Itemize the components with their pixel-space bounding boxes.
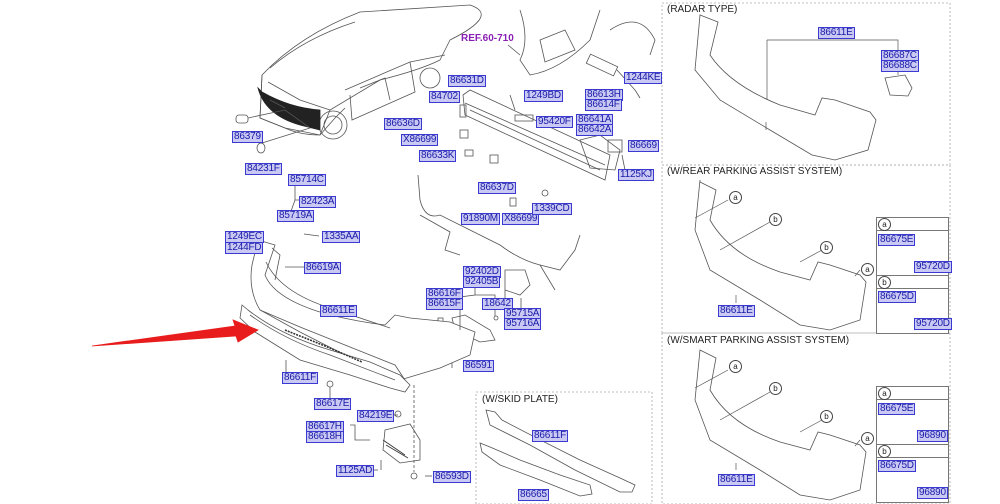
section-title-radar-type: (RADAR TYPE) <box>667 4 738 15</box>
section-title-smart-parking: (W/SMART PARKING ASSIST SYSTEM) <box>667 335 850 346</box>
part-label-84702[interactable]: 84702 <box>429 91 460 103</box>
part-label-86617E[interactable]: 86617E <box>314 398 352 410</box>
part-label-84231F[interactable]: 84231F <box>245 163 282 175</box>
part-label-1125AD[interactable]: 1125AD <box>336 465 375 477</box>
callout-b: b <box>769 213 782 226</box>
smart-parking-label-86611E[interactable]: 86611E <box>718 474 755 486</box>
radar-label-86611E[interactable]: 86611E <box>818 27 855 39</box>
red-arrow-indicator <box>91 319 259 347</box>
callout-b: b <box>820 241 833 254</box>
part-label-86619A[interactable]: 86619A <box>304 262 342 274</box>
smart-parking-bumper <box>694 349 867 501</box>
inset-tag-b: b <box>878 276 891 289</box>
skid-plate-86611F <box>239 304 411 393</box>
section-title-skid-plate: (W/SKID PLATE) <box>482 394 558 405</box>
part-label-95715A[interactable]: 95715A <box>504 308 542 320</box>
bracket-86617H <box>382 423 421 464</box>
part-86637D <box>489 154 499 164</box>
grommet-84231F <box>256 142 266 154</box>
pad-86669 <box>607 139 623 153</box>
part-label-86591[interactable]: 86591 <box>463 360 494 372</box>
part-label-1125KJ[interactable]: 1125KJ <box>618 169 654 181</box>
part-label-86614F[interactable]: 86614F <box>585 99 622 111</box>
inset-tag-b: b <box>878 445 891 458</box>
part-label-86379[interactable]: 86379 <box>232 131 263 143</box>
inset-label-86675D[interactable]: 86675D <box>878 291 916 303</box>
part-label-1335AA[interactable]: 1335AA <box>322 231 361 243</box>
inset-label-96890[interactable]: 96890 <box>917 430 948 442</box>
callout-a: a <box>729 360 742 373</box>
rear-bumper-86611E <box>250 239 476 381</box>
reference-link[interactable]: REF.60-710 <box>461 33 514 44</box>
part-label-X86699-upper[interactable]: X86699 <box>401 134 439 146</box>
part-label-85719A[interactable]: 85719A <box>277 210 315 222</box>
part-X86699b <box>509 197 517 207</box>
part-label-1244KE[interactable]: 1244KE <box>624 72 663 84</box>
inset-label-95720D[interactable]: 95720D <box>914 318 952 330</box>
part-label-86637D[interactable]: 86637D <box>478 182 516 194</box>
skid-label-86611F[interactable]: 86611F <box>532 430 568 442</box>
plug-86379 <box>235 114 249 124</box>
bracket-95420F <box>514 114 534 122</box>
nut-1339CD <box>541 189 549 197</box>
part-label-86618H[interactable]: 86618H <box>306 431 344 443</box>
part-label-86642A[interactable]: 86642A <box>576 124 614 136</box>
part-label-85714C[interactable]: 85714C <box>288 174 326 186</box>
inset-label-96890[interactable]: 96890 <box>917 487 948 499</box>
inset-label-86675E[interactable]: 86675E <box>878 234 916 246</box>
inset-label-95720D[interactable]: 95720D <box>914 261 952 273</box>
callout-a: a <box>861 263 874 276</box>
callout-a: a <box>729 191 742 204</box>
smart-parking-detail-inset: a 86675E 96890 b 86675D 96890 <box>876 386 949 503</box>
part-label-18642[interactable]: 18642 <box>482 298 513 310</box>
inset-tag-a: a <box>878 218 891 231</box>
part-label-86593D[interactable]: 86593D <box>433 471 471 483</box>
part-label-86633K[interactable]: 86633K <box>419 150 457 162</box>
part-label-92405B[interactable]: 92405B <box>463 276 501 288</box>
part-label-95420F[interactable]: 95420F <box>536 116 573 128</box>
part-label-86611E[interactable]: 86611E <box>320 305 357 317</box>
unit-95715A <box>504 269 531 296</box>
part-86633K <box>464 149 474 157</box>
rear-parking-label-86611E[interactable]: 86611E <box>718 305 755 317</box>
part-86636D <box>459 104 467 118</box>
inset-label-86675D[interactable]: 86675D <box>878 460 916 472</box>
rear-parking-bumper <box>694 179 867 331</box>
callout-b: b <box>769 382 782 395</box>
part-label-86611F[interactable]: 86611F <box>282 372 318 384</box>
part-label-86615F[interactable]: 86615F <box>426 298 463 310</box>
callout-a: a <box>861 432 874 445</box>
part-label-86669[interactable]: 86669 <box>628 140 659 152</box>
part-label-1244FD[interactable]: 1244FD <box>225 242 264 254</box>
part-label-1249BD[interactable]: 1249BD <box>524 90 563 102</box>
part-label-1339CD[interactable]: 1339CD <box>532 203 572 215</box>
skid-plate-section-border <box>475 391 653 504</box>
part-label-95716A[interactable]: 95716A <box>504 318 542 330</box>
radar-bumper <box>694 14 877 161</box>
inset-label-86675E[interactable]: 86675E <box>878 403 916 415</box>
wiring-harness-91890M <box>417 174 581 271</box>
part-label-84219E[interactable]: 84219E <box>357 410 395 422</box>
part-X86699 <box>459 129 469 139</box>
vehicle-illustration <box>257 4 482 140</box>
inset-tag-a: a <box>878 387 891 400</box>
section-title-rear-parking: (W/REAR PARKING ASSIST SYSTEM) <box>667 166 843 177</box>
skid-label-86665[interactable]: 86665 <box>518 489 549 501</box>
part-label-X86699-lower[interactable]: X86699 <box>502 213 540 225</box>
rear-parking-detail-inset: a 86675E 95720D b 86675D 95720D <box>876 217 952 334</box>
part-label-91890M[interactable]: 91890M <box>461 213 500 225</box>
radar-label-86688C[interactable]: 86688C <box>881 60 919 72</box>
bulb-18642 <box>493 315 499 321</box>
callout-b: b <box>820 410 833 423</box>
part-label-86631D[interactable]: 86631D <box>448 75 486 87</box>
part-label-82423A[interactable]: 82423A <box>299 196 337 208</box>
retainer-86613H <box>585 53 619 77</box>
part-label-86636D[interactable]: 86636D <box>384 118 422 130</box>
